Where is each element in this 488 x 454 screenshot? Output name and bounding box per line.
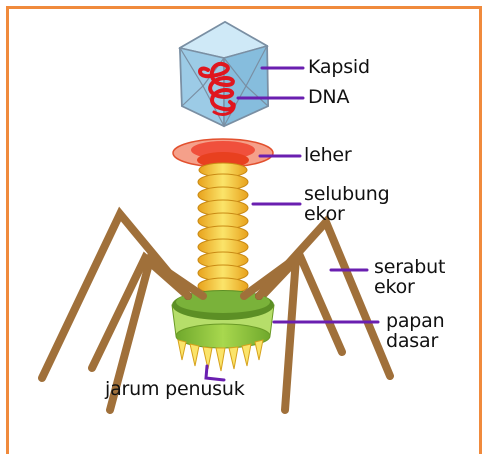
label-neck: leher: [304, 146, 352, 165]
label-sheath-line2: ekor: [304, 205, 345, 224]
label-fiber-line2: ekor: [374, 278, 415, 297]
label-baseplate-line2: dasar: [386, 332, 438, 351]
label-baseplate-line1: papan: [386, 312, 444, 331]
tail-sheath: [198, 163, 248, 305]
label-dna: DNA: [308, 88, 349, 107]
label-fiber-line1: serabut: [374, 258, 445, 277]
label-sheath-line1: selubung: [304, 185, 390, 204]
label-capsid: Kapsid: [308, 58, 370, 77]
label-pin: jarum penusuk: [105, 380, 245, 399]
